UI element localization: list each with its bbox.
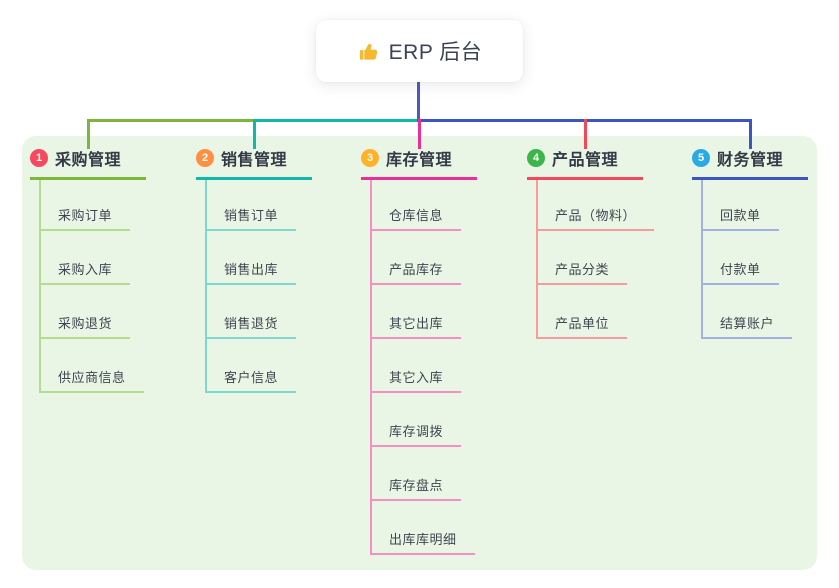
child-label: 仓库信息: [389, 208, 444, 223]
branch-node[interactable]: 5 财务管理: [692, 146, 839, 170]
connector-segment-branch-2: [253, 119, 417, 122]
child-node[interactable]: 库存调拨: [370, 420, 462, 447]
branch-index-badge: 2: [196, 149, 214, 167]
child-node[interactable]: 采购订单: [39, 204, 131, 231]
connector-drop-branch-1: [87, 119, 90, 149]
child-label: 库存盘点: [389, 478, 444, 493]
branch-label: 库存管理: [386, 152, 453, 169]
branch-child-connector: [536, 180, 538, 339]
child-node[interactable]: 销售退货: [205, 312, 297, 339]
root-node[interactable]: ERP 后台: [316, 20, 523, 82]
child-node[interactable]: 其它入库: [370, 366, 462, 393]
child-node[interactable]: 出库库明细: [370, 528, 475, 555]
branch-label: 销售管理: [221, 152, 288, 169]
child-node[interactable]: 供应商信息: [39, 366, 144, 393]
branch-column-1: 1 采购管理 采购订单采购入库采购退货供应商信息: [30, 146, 190, 393]
child-label: 产品分类: [555, 262, 610, 277]
child-label: 供应商信息: [58, 370, 126, 385]
branch-underline: [30, 177, 146, 180]
connector-drop-branch-2: [253, 119, 256, 149]
child-label: 库存调拨: [389, 424, 444, 439]
connector-drop-branch-3: [418, 119, 421, 149]
branch-underline: [196, 177, 312, 180]
child-node[interactable]: 其它出库: [370, 312, 462, 339]
child-node[interactable]: 回款单: [701, 204, 779, 231]
child-node[interactable]: 采购入库: [39, 258, 131, 285]
branch-column-2: 2 销售管理 销售订单销售出库销售退货客户信息: [196, 146, 356, 393]
child-node[interactable]: 结算账户: [701, 312, 793, 339]
branch-index-badge: 4: [527, 149, 545, 167]
child-label: 回款单: [720, 208, 761, 223]
child-label: 销售订单: [224, 208, 279, 223]
child-node[interactable]: 产品（物料）: [536, 204, 655, 231]
branch-index-badge: 3: [361, 149, 379, 167]
child-node[interactable]: 产品库存: [370, 258, 462, 285]
child-label: 产品（物料）: [555, 208, 637, 223]
root-title: ERP 后台: [388, 41, 483, 64]
branch-child-connector: [39, 180, 41, 393]
branch-underline: [692, 177, 808, 180]
child-node[interactable]: 付款单: [701, 258, 779, 285]
child-label: 客户信息: [224, 370, 279, 385]
branch-column-5: 5 财务管理 回款单付款单结算账户: [692, 146, 839, 339]
child-node[interactable]: 销售出库: [205, 258, 297, 285]
child-label: 产品单位: [555, 316, 610, 331]
branch-child-connector: [701, 180, 703, 339]
child-label: 结算账户: [720, 316, 775, 331]
child-node[interactable]: 销售订单: [205, 204, 297, 231]
branch-node[interactable]: 4 产品管理: [527, 146, 687, 170]
child-label: 销售退货: [224, 316, 279, 331]
child-label: 出库库明细: [389, 532, 457, 547]
branch-child-connector: [370, 180, 372, 555]
root-connector-line: [417, 82, 420, 122]
child-label: 采购订单: [58, 208, 113, 223]
branch-label: 产品管理: [552, 152, 619, 169]
branch-column-3: 3 库存管理 仓库信息产品库存其它出库其它入库库存调拨库存盘点出库库明细: [361, 146, 521, 555]
branch-index-badge: 5: [692, 149, 710, 167]
child-label: 其它入库: [389, 370, 444, 385]
connector-drop-branch-5: [749, 119, 752, 149]
branch-underline: [361, 177, 477, 180]
branch-node[interactable]: 1 采购管理: [30, 146, 190, 170]
connector-segment-branch-1: [87, 119, 253, 122]
child-node[interactable]: 产品单位: [536, 312, 628, 339]
child-node[interactable]: 客户信息: [205, 366, 297, 393]
branch-node[interactable]: 2 销售管理: [196, 146, 356, 170]
thumbs-up-icon: [357, 40, 380, 63]
child-node[interactable]: 仓库信息: [370, 204, 462, 231]
branch-column-4: 4 产品管理 产品（物料） 产品分类产品单位: [527, 146, 687, 339]
branch-node[interactable]: 3 库存管理: [361, 146, 521, 170]
child-node[interactable]: 产品分类: [536, 258, 628, 285]
child-node[interactable]: 库存盘点: [370, 474, 462, 501]
branch-child-connector: [205, 180, 207, 393]
child-label: 采购入库: [58, 262, 113, 277]
branch-label: 财务管理: [717, 152, 784, 169]
child-label: 采购退货: [58, 316, 113, 331]
branch-index-badge: 1: [30, 149, 48, 167]
connector-drop-branch-4: [584, 119, 587, 149]
branch-underline: [527, 177, 643, 180]
child-node[interactable]: 采购退货: [39, 312, 131, 339]
branches-panel: [22, 136, 817, 570]
child-label: 其它出库: [389, 316, 444, 331]
branch-label: 采购管理: [55, 152, 122, 169]
child-label: 付款单: [720, 262, 761, 277]
child-label: 产品库存: [389, 262, 444, 277]
child-label: 销售出库: [224, 262, 279, 277]
